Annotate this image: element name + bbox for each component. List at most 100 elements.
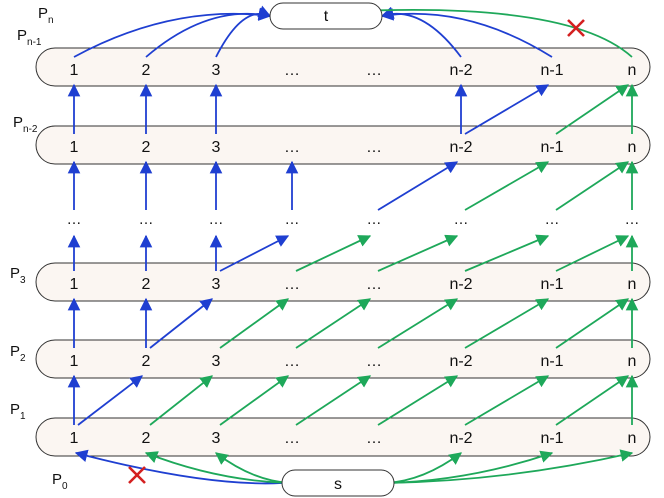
green-edge-row3-5-to-6 xyxy=(377,234,459,272)
node-p3-col8: n xyxy=(628,276,637,293)
node-p2-col4: … xyxy=(284,353,300,370)
source-green-edge-col8 xyxy=(385,449,634,484)
level-label-pn: Pn xyxy=(38,5,54,26)
blue-edge-row2-2-to-3 xyxy=(149,298,213,349)
source-label: s xyxy=(334,476,342,493)
sink-blue-edge-col7 xyxy=(380,8,553,58)
lane-pn-2 xyxy=(35,125,651,165)
level-label-p1: P1 xyxy=(10,401,26,422)
column-nodes: 1 2 3 … … n-2 n-1 n 1 2 3 … … n-2 n-1 n 1 2 3 … … n-2 n-1 n 1 2 3 …… xyxy=(67,62,640,447)
node-pn-2-col2: 2 xyxy=(142,139,151,156)
green-edge-row1-7-to-8 xyxy=(555,375,630,426)
green-edge-row3-7-to-8 xyxy=(555,235,630,272)
gap-node-col5: … xyxy=(367,211,382,228)
node-p1-col6: n-2 xyxy=(449,430,472,447)
blocked-sink-edge-cross xyxy=(567,19,585,37)
node-pn-1-col4: … xyxy=(284,62,300,79)
node-p3-col5: … xyxy=(366,276,382,293)
gap-node-col3: … xyxy=(209,211,224,228)
node-pn-1-col7: n-1 xyxy=(540,62,563,79)
node-pn-1-col5: … xyxy=(366,62,382,79)
level-label-pn-1: Pn-1 xyxy=(17,27,42,48)
blocked-source-edge-cross xyxy=(128,466,146,484)
blue-edge-row1-1-to-2 xyxy=(77,375,144,426)
gap-node-col1: … xyxy=(67,211,82,228)
level-label-pn-2: Pn-2 xyxy=(13,114,38,135)
level-label-p3: P3 xyxy=(10,265,26,286)
source-green-edge-col3 xyxy=(214,452,291,484)
gap-node-col7: … xyxy=(545,211,560,228)
green-edge-row1-4-to-5 xyxy=(295,375,372,426)
node-p1-col4: … xyxy=(284,430,300,447)
lane-p2 xyxy=(35,339,651,379)
node-p3-col7: n-1 xyxy=(540,276,563,293)
node-pn-1-col1: 1 xyxy=(70,62,79,79)
node-pn-2-col7: n-1 xyxy=(540,139,563,156)
node-p2-col1: 1 xyxy=(70,353,79,370)
node-p3-col6: n-2 xyxy=(449,276,472,293)
sink-terminal xyxy=(269,2,383,30)
source-blue-edge-col1 xyxy=(74,449,283,485)
green-edge-row2-3-to-4 xyxy=(219,298,290,349)
lane-p3 xyxy=(35,262,651,302)
green-edge-row3-4-to-5 xyxy=(295,235,372,272)
node-p1-col2: 2 xyxy=(142,430,151,447)
node-p3-col1: 1 xyxy=(70,276,79,293)
sink-blue-edge-col3 xyxy=(215,5,272,58)
node-p2-col2: 2 xyxy=(142,353,151,370)
level-lanes xyxy=(35,47,651,457)
sink-label: t xyxy=(324,8,329,25)
node-p2-col3: 3 xyxy=(212,353,221,370)
lane-pn-1 xyxy=(35,47,651,87)
green-edge-row1-3-to-4 xyxy=(219,375,290,426)
node-pn-2-col6: n-2 xyxy=(449,139,472,156)
gap-node-col2: … xyxy=(139,211,154,228)
node-p2-col7: n-1 xyxy=(540,353,563,370)
node-p1-col8: n xyxy=(628,430,637,447)
node-pn-1-col8: n xyxy=(628,62,637,79)
node-pn-1-col2: 2 xyxy=(142,62,151,79)
gap-node-col8: … xyxy=(625,211,640,228)
green-edge-row1-6-to-7 xyxy=(464,375,550,426)
blue-edge-row3-3-to-4 xyxy=(219,235,290,272)
level-label-p0: P0 xyxy=(52,471,68,492)
node-p3-col4: … xyxy=(284,276,300,293)
node-pn-2-col4: … xyxy=(284,139,300,156)
green-edge-row2-4-to-5 xyxy=(295,298,372,349)
green-edge-row2-7-to-8 xyxy=(555,298,630,349)
green-edge-row2-5-to-6 xyxy=(377,298,459,349)
node-p3-col3: 3 xyxy=(212,276,221,293)
lane-p1 xyxy=(35,417,651,457)
green-edge-row5-7-to-8 xyxy=(555,84,630,135)
gap-node-col4: … xyxy=(285,211,300,228)
gap-node-col6: … xyxy=(454,211,469,228)
source-terminal xyxy=(281,469,395,497)
green-edge-row4-6-to-7 xyxy=(464,161,550,211)
node-pn-2-col5: … xyxy=(366,139,382,156)
node-p2-col8: n xyxy=(628,353,637,370)
green-edge-row2-6-to-7 xyxy=(464,298,550,349)
node-pn-1-col6: n-2 xyxy=(449,62,472,79)
node-p1-col7: n-1 xyxy=(540,430,563,447)
blocked-edge-markers xyxy=(128,19,585,484)
node-p3-col2: 2 xyxy=(142,276,151,293)
level-labels: P1 P2 P3 Pn-2 Pn-1P0 Pn xyxy=(10,5,68,492)
terminals: t s xyxy=(269,2,395,497)
blue-edge-row5-6-to-7 xyxy=(464,84,550,135)
node-p1-col3: 3 xyxy=(212,430,221,447)
level-label-p2: P2 xyxy=(10,343,26,364)
node-pn-2-col8: n xyxy=(628,139,637,156)
node-pn-2-col1: 1 xyxy=(70,139,79,156)
green-edge-row3-6-to-7 xyxy=(464,234,550,272)
sink-green-edge-col8 xyxy=(336,5,633,58)
node-pn-2-col3: 3 xyxy=(212,139,221,156)
green-edge-row4-7-to-8 xyxy=(555,161,630,211)
source-green-edge-col2 xyxy=(144,451,291,484)
blue-edge-row4-5-to-6 xyxy=(377,161,459,211)
green-edge-row1-5-to-6 xyxy=(377,375,459,426)
node-p1-col1: 1 xyxy=(70,430,79,447)
node-p2-col6: n-2 xyxy=(449,353,472,370)
node-pn-1-col3: 3 xyxy=(212,62,221,79)
green-edge-row1-2-to-3 xyxy=(149,375,213,426)
